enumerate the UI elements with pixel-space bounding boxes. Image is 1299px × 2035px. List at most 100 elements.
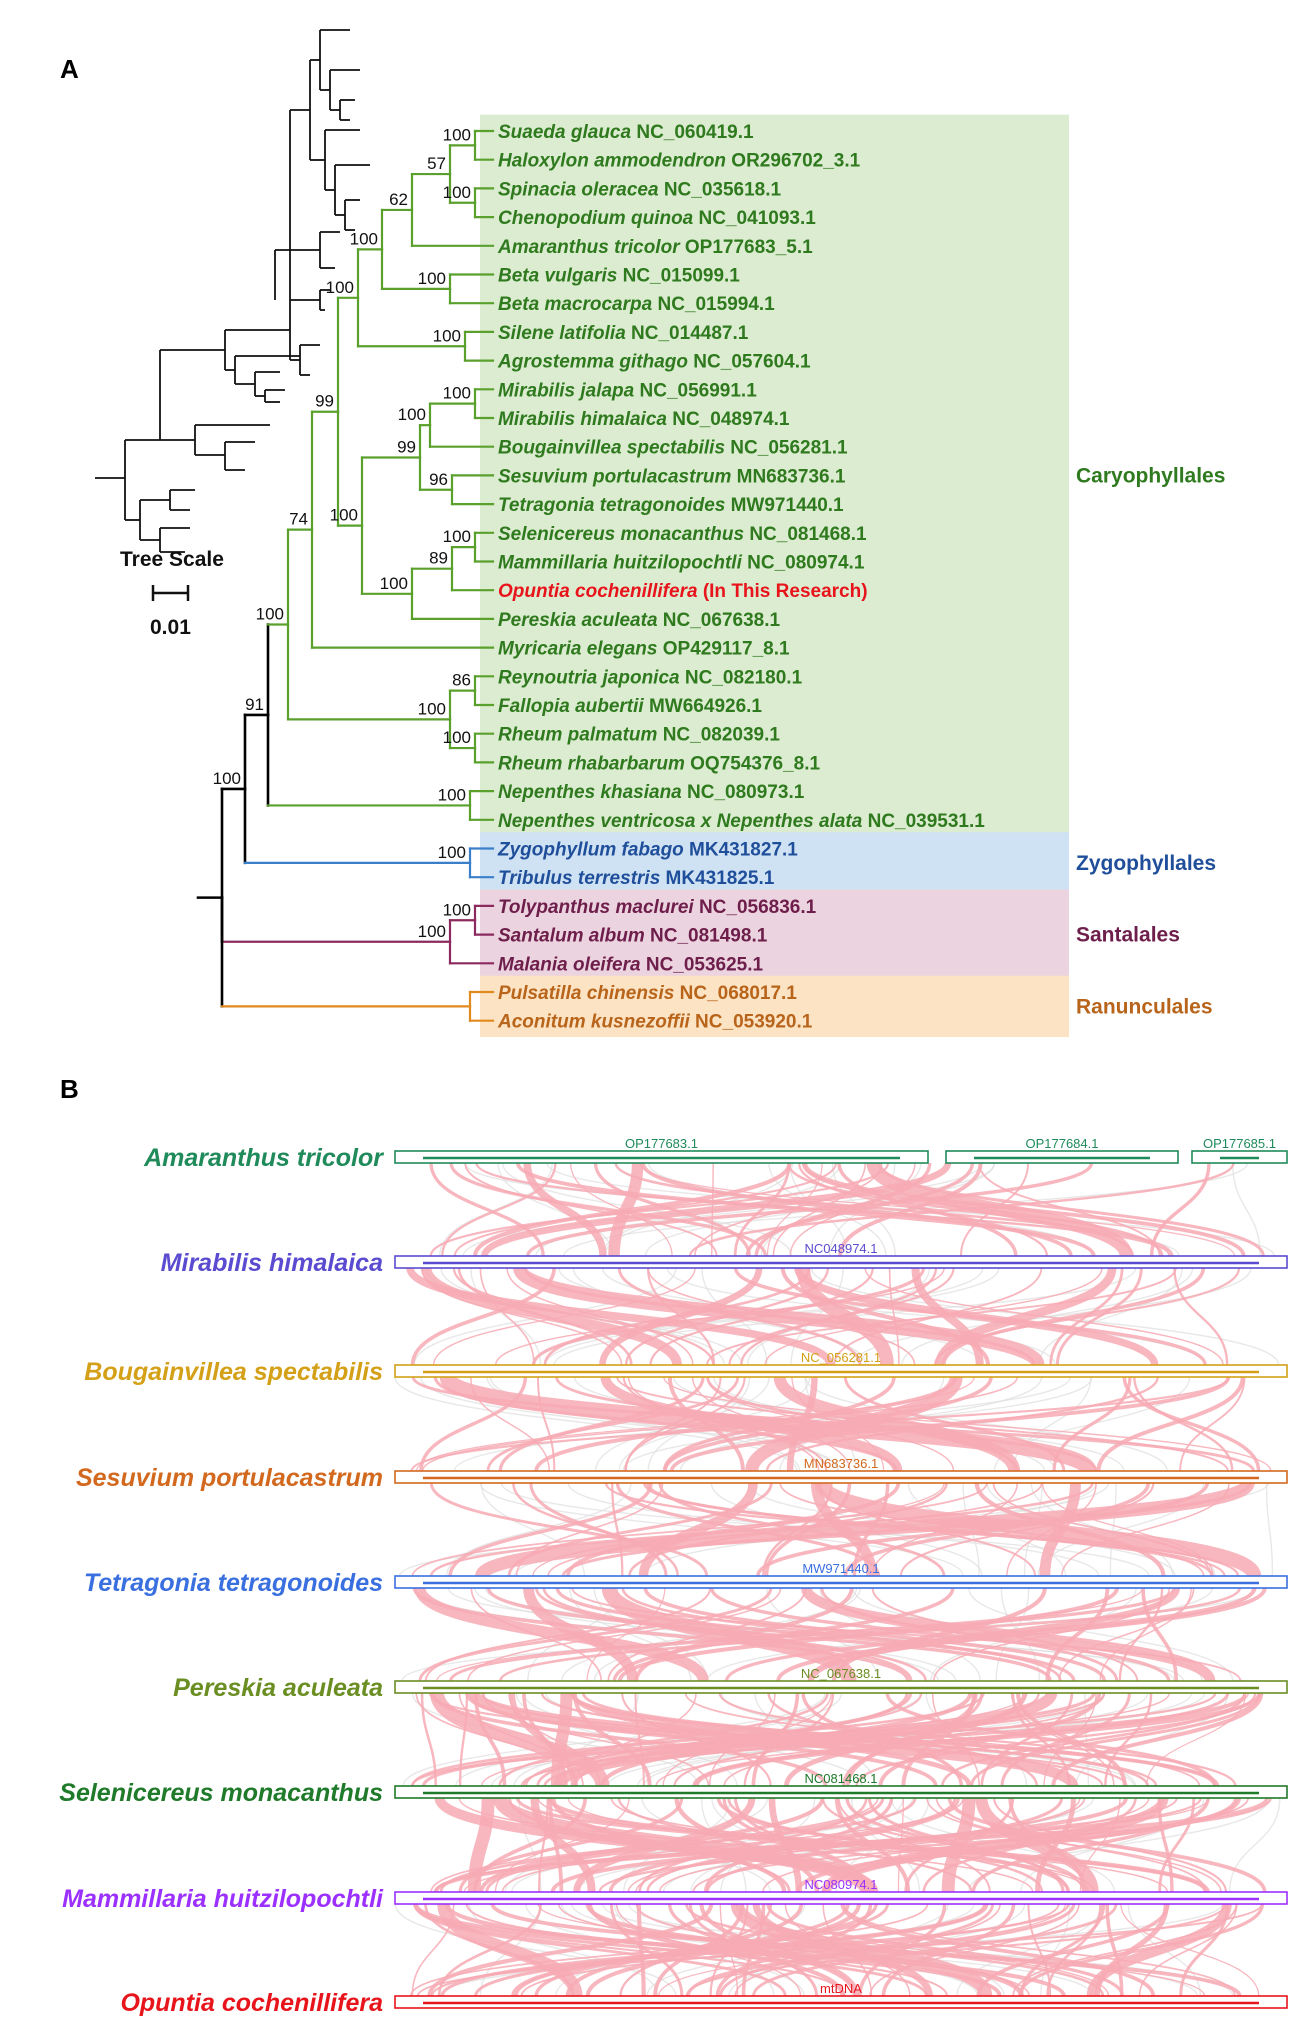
tip-label: Beta macrocarpa NC_015994.1 [498, 294, 775, 315]
tip-label: Selenicereus monacanthus NC_081468.1 [498, 524, 867, 545]
synteny-link [635, 1797, 1081, 1893]
order-boxes: CaryophyllalesZygophyllalesSantalalesRan… [480, 114, 1225, 1038]
phylogeny-branches [196, 129, 495, 1022]
segment-label: MN683736.1 [804, 1456, 878, 1471]
tip-species: Aconitum kusnezoffii [497, 1012, 690, 1033]
synteny-link [710, 1587, 1171, 1682]
tip-accession: NC_056836.1 [694, 897, 817, 918]
tip-species: Silene latifolia [498, 323, 626, 344]
synteny-link-faint [1232, 1162, 1261, 1257]
synteny-link [734, 1903, 1001, 1997]
panel-a-letter: A [60, 54, 79, 84]
tip-label: Spinacia oleracea NC_035618.1 [498, 179, 782, 200]
tip-label: Nepenthes ventricosa x Nepenthes alata N… [498, 811, 985, 832]
support-value: 100 [438, 843, 466, 862]
synteny-link [420, 1267, 623, 1366]
support-values: 1001005762100100100100100100969910089100… [213, 125, 471, 940]
synteny-link [615, 1482, 881, 1577]
genome-segment [394, 1364, 1288, 1378]
tip-species: Malania oleifera [498, 954, 641, 975]
genome-segment [394, 1995, 1288, 2009]
tip-label: Amaranthus tricolor OP177683_5.1 [497, 237, 813, 258]
synteny-link [647, 1267, 916, 1366]
tip-accession: NC_081498.1 [645, 926, 768, 947]
tip-accession: NC_039531.1 [862, 811, 985, 832]
synteny-link [481, 1161, 952, 1258]
support-value: 100 [418, 269, 446, 288]
synteny-link [719, 1903, 995, 1997]
synteny-link [634, 1587, 854, 1682]
support-value: 99 [397, 437, 416, 456]
track-species-label: Mammillaria huitzilopochtli [62, 1885, 384, 1913]
tip-accession: NC_060419.1 [631, 122, 754, 143]
track-species-label: Sesuvium portulacastrum [76, 1464, 383, 1492]
tip-accession: NC_080974.1 [742, 553, 865, 574]
synteny-link [464, 1162, 718, 1257]
synteny-link [429, 1482, 1094, 1577]
synteny-link [419, 1376, 527, 1472]
synteny-link [1158, 1797, 1196, 1893]
segment-label: NC_056281.1 [801, 1350, 881, 1365]
tip-accession: MK431825.1 [660, 868, 775, 889]
synteny-link [803, 1162, 1246, 1257]
synteny-link [975, 1797, 1099, 1893]
tip-species: Tribulus terrestris [498, 868, 660, 889]
tip-species: Agrostemma githago [497, 352, 688, 373]
synteny-link [699, 1903, 860, 1997]
synteny-link [935, 1267, 1117, 1366]
synteny-link [410, 1267, 556, 1366]
synteny-link [457, 1267, 633, 1366]
synteny-link [992, 1482, 1212, 1577]
tip-label: Fallopia aubertii MW664926.1 [498, 696, 762, 717]
synteny-link [743, 1692, 835, 1787]
tip-label: Tolypanthus maclurei NC_056836.1 [498, 897, 817, 918]
synteny-link [486, 1376, 740, 1472]
tip-label: Mirabilis jalapa NC_056991.1 [498, 380, 757, 401]
synteny-link [498, 1376, 705, 1472]
synteny-link [571, 1587, 1242, 1682]
tip-label: Nepenthes khasiana NC_080973.1 [498, 782, 805, 803]
tip-label: Silene latifolia NC_014487.1 [498, 323, 749, 344]
synteny-link [421, 1266, 682, 1367]
genome-segment [394, 1680, 1288, 1694]
order-box [480, 975, 1069, 1038]
synteny-link [1061, 1482, 1230, 1577]
synteny-link [532, 1482, 945, 1577]
synteny-link [548, 1797, 564, 1893]
synteny-link [611, 1482, 624, 1577]
synteny-link [1122, 1376, 1261, 1472]
track-species-label: Mirabilis himalaica [161, 1249, 383, 1277]
support-value: 100 [326, 278, 354, 297]
synteny-link [612, 1587, 955, 1682]
synteny-link [1058, 1587, 1195, 1682]
tip-accession: NC_080973.1 [682, 782, 805, 803]
tip-accession: MW664926.1 [644, 696, 763, 717]
synteny-link [673, 1692, 1040, 1787]
synteny-link [733, 1162, 791, 1257]
synteny-link [869, 1903, 1080, 1997]
synteny-link [550, 1692, 573, 1787]
support-value: 100 [418, 922, 446, 941]
tip-accession: MK431827.1 [684, 840, 799, 861]
synteny-link [619, 1903, 773, 1997]
synteny-link [776, 1587, 1267, 1682]
tip-accession: NC_053625.1 [641, 954, 764, 975]
synteny-link [1099, 1587, 1192, 1682]
synteny-link [728, 1267, 955, 1366]
synteny-link [475, 1162, 1171, 1257]
synteny-link-faint [1109, 1482, 1117, 1577]
synteny-link [534, 1376, 958, 1472]
support-value: 100 [398, 405, 426, 424]
synteny-link [888, 1267, 900, 1366]
track-species-label: Bougainvillea spectabilis [84, 1358, 383, 1386]
synteny-link [941, 1797, 976, 1893]
tip-label: Rheum palmatum NC_082039.1 [498, 725, 780, 746]
synteny-link [414, 1586, 709, 1683]
tip-species: Reynoutria japonica [498, 667, 680, 688]
support-value: 99 [315, 392, 334, 411]
synteny-link [976, 1903, 1170, 1997]
